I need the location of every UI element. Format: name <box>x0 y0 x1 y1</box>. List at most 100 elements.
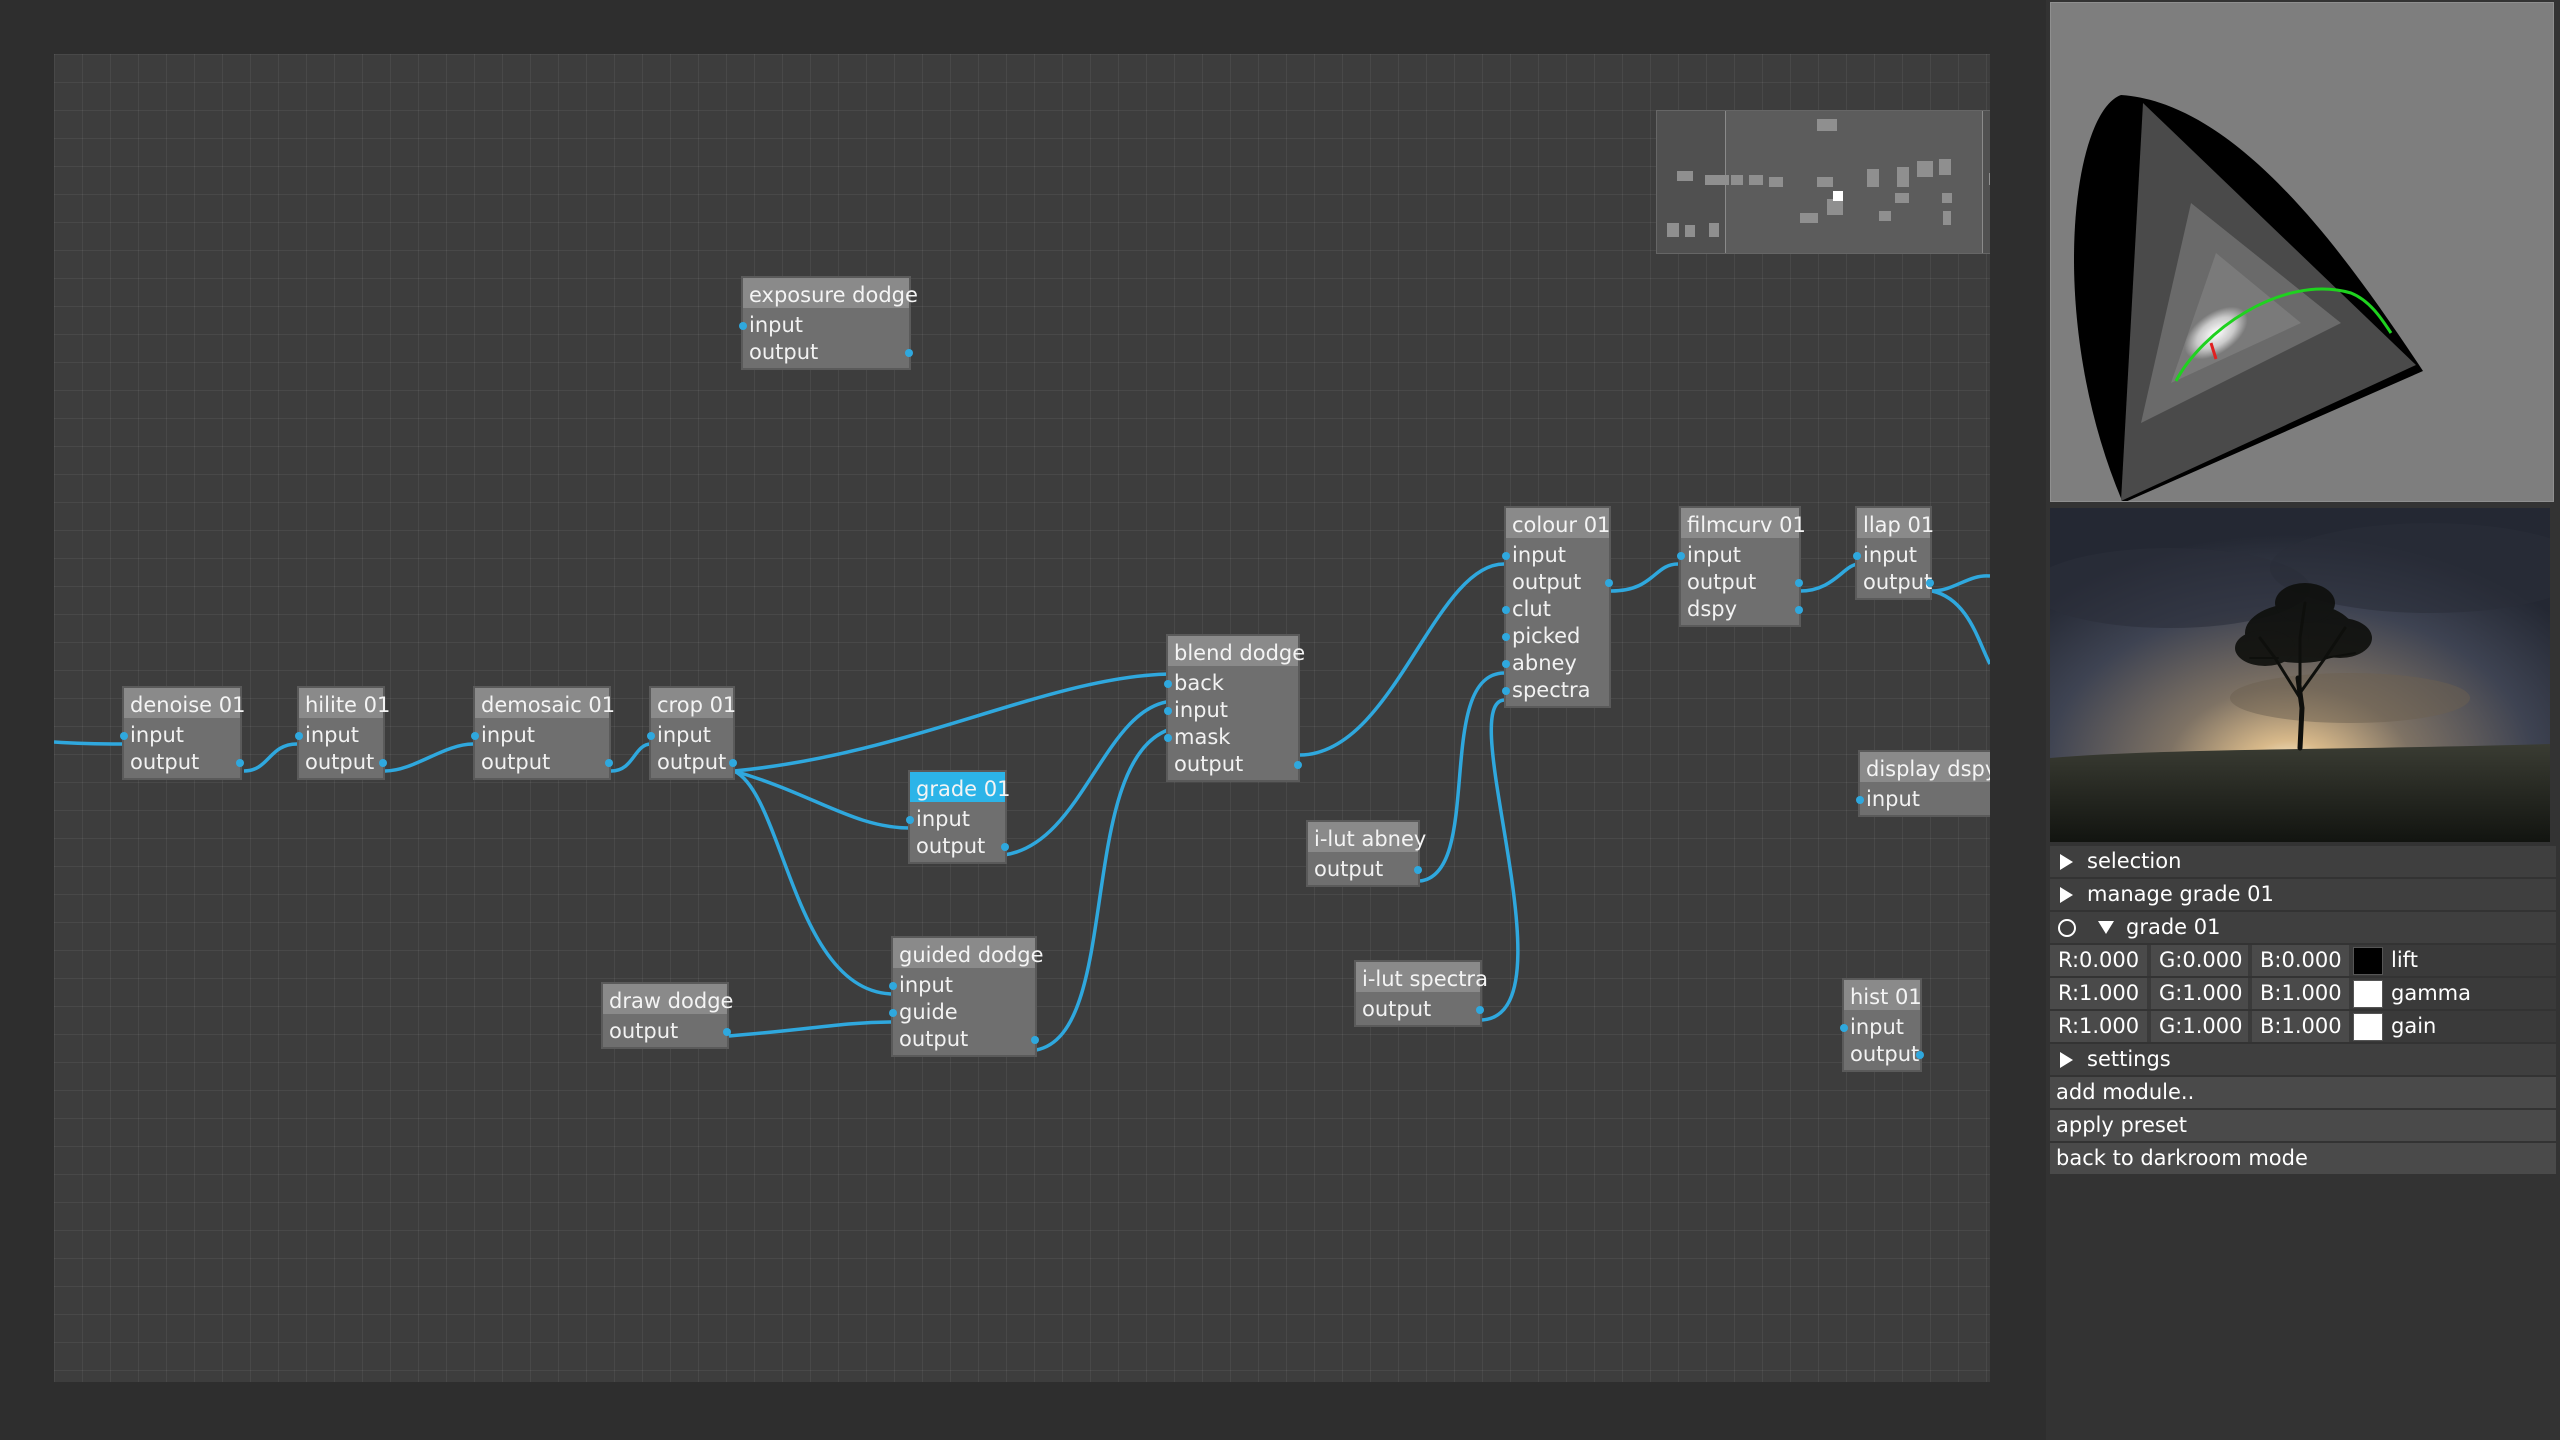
node-i-lut-abney[interactable]: i-lut abney output <box>1308 822 1426 885</box>
gain-r-value[interactable]: R:1.000 <box>2050 1011 2147 1042</box>
node-title[interactable]: llap 01 <box>1857 508 1934 538</box>
minimap-viewport[interactable] <box>1725 111 1983 253</box>
module-panel: selection manage grade 01 grade 01 R:0.0… <box>2050 846 2556 1176</box>
lift-b-value[interactable]: B:0.000 <box>2252 945 2349 976</box>
node-exposure-dodge[interactable]: exposure dodge input output <box>739 278 918 368</box>
expand-triangle-icon <box>2060 886 2073 903</box>
connector-back[interactable]: back <box>1164 670 1298 697</box>
node-title[interactable]: display dspy <box>1860 752 1990 782</box>
node-i-lut-spectra[interactable]: i-lut spectra output <box>1356 962 1488 1025</box>
gamma-color-swatch[interactable] <box>2353 979 2383 1008</box>
connector-input[interactable]: input <box>647 722 733 749</box>
connector-output[interactable]: output <box>1308 856 1422 883</box>
section-selection[interactable]: selection <box>2050 846 2556 877</box>
node-title[interactable]: hilite 01 <box>299 688 390 718</box>
connector-mask[interactable]: mask <box>1164 724 1298 751</box>
connector-input[interactable]: input <box>1840 1014 1920 1041</box>
connector-input[interactable]: input <box>1502 542 1609 569</box>
connector-output[interactable]: output <box>743 339 913 366</box>
connector-input[interactable]: input <box>1164 697 1298 724</box>
node-draw-dodge[interactable]: draw dodge output <box>603 984 733 1047</box>
lift-r-value[interactable]: R:0.000 <box>2050 945 2147 976</box>
connector-output[interactable]: output <box>651 749 737 776</box>
section-manage-module[interactable]: manage grade 01 <box>2050 879 2556 910</box>
connector-output[interactable]: output <box>1356 996 1484 1023</box>
node-title[interactable]: grade 01 <box>910 772 1010 802</box>
node-title[interactable]: filmcurv 01 <box>1681 508 1806 538</box>
node-crop[interactable]: crop 01 input output <box>647 688 737 778</box>
lift-g-value[interactable]: G:0.000 <box>2151 945 2248 976</box>
node-title[interactable]: crop 01 <box>651 688 736 718</box>
connector-input[interactable]: input <box>1677 542 1799 569</box>
node-title[interactable]: draw dodge <box>603 984 733 1014</box>
connector-input[interactable]: input <box>120 722 240 749</box>
node-hilite[interactable]: hilite 01 input output <box>295 688 390 778</box>
node-denoise[interactable]: denoise 01 input output <box>120 688 246 778</box>
node-filmcurv[interactable]: filmcurv 01 input output dspy <box>1677 508 1806 625</box>
section-grade-module[interactable]: grade 01 <box>2050 912 2556 943</box>
connector-spectra[interactable]: spectra <box>1502 677 1609 704</box>
connector-output[interactable]: output <box>299 749 387 776</box>
connector-input[interactable]: input <box>471 722 609 749</box>
gamma-r-value[interactable]: R:1.000 <box>2050 978 2147 1009</box>
node-title[interactable]: exposure dodge <box>743 278 918 308</box>
connector-output[interactable]: output <box>1844 1041 1924 1068</box>
connector-output[interactable]: output <box>124 749 244 776</box>
connector-output[interactable]: output <box>1168 751 1302 778</box>
node-title[interactable]: i-lut abney <box>1308 822 1426 852</box>
connector-output[interactable]: output <box>1863 570 1934 594</box>
connector-output[interactable]: output <box>893 1026 1039 1053</box>
node-title[interactable]: demosaic 01 <box>475 688 615 718</box>
connector-clut[interactable]: clut <box>1502 596 1609 623</box>
connector-input[interactable]: input <box>739 312 909 339</box>
connector-dspy[interactable]: dspy <box>1681 596 1803 623</box>
connector-input[interactable]: input <box>295 722 383 749</box>
node-demosaic[interactable]: demosaic 01 input output <box>471 688 615 778</box>
node-title[interactable]: denoise 01 <box>124 688 246 718</box>
connector-output[interactable]: output <box>475 749 613 776</box>
connector-output[interactable]: output <box>603 1018 731 1045</box>
gain-g-value[interactable]: G:1.000 <box>2151 1011 2248 1042</box>
wire <box>1035 726 1175 1052</box>
node-hist[interactable]: hist 01 input output <box>1840 980 1924 1070</box>
gain-color-swatch[interactable] <box>2353 1012 2383 1041</box>
connector-output[interactable]: output <box>1681 569 1803 596</box>
connector-picked[interactable]: picked <box>1502 623 1609 650</box>
node-title[interactable]: guided dodge <box>893 938 1044 968</box>
node-title[interactable]: colour 01 <box>1506 508 1610 538</box>
node-title[interactable]: hist 01 <box>1844 980 1922 1010</box>
apply-preset-button[interactable]: apply preset <box>2050 1110 2556 1141</box>
connector-output[interactable]: output <box>910 833 1009 860</box>
lift-label: lift <box>2391 948 2418 972</box>
connector-input[interactable]: input <box>889 972 1035 999</box>
back-to-darkroom-button[interactable]: back to darkroom mode <box>2050 1143 2556 1174</box>
lift-color-swatch[interactable] <box>2353 946 2383 975</box>
connector-input[interactable]: input <box>906 806 1005 833</box>
wire <box>243 742 298 773</box>
gamma-g-value[interactable]: G:1.000 <box>2151 978 2248 1009</box>
gain-b-value[interactable]: B:1.000 <box>2252 1011 2349 1042</box>
node-guided-dodge[interactable]: guided dodge input guide output <box>889 938 1044 1055</box>
graph-minimap[interactable] <box>1656 110 1990 254</box>
connector-guide[interactable]: guide <box>889 999 1035 1026</box>
add-module-button[interactable]: add module.. <box>2050 1077 2556 1108</box>
node-blend-dodge[interactable]: blend dodge back input mask output <box>1164 636 1305 780</box>
connector-input[interactable]: input <box>1856 786 1990 813</box>
node-title[interactable]: i-lut spectra <box>1356 962 1488 992</box>
node-llap[interactable]: llap 01 input output <box>1853 508 1934 598</box>
gamma-label: gamma <box>2391 981 2471 1005</box>
module-toggle-icon[interactable] <box>2058 918 2076 937</box>
wire <box>733 672 1175 773</box>
wire <box>1003 699 1175 857</box>
node-title[interactable]: blend dodge <box>1168 636 1305 666</box>
gamma-b-value[interactable]: B:1.000 <box>2252 978 2349 1009</box>
node-grade[interactable]: grade 01 input output <box>906 772 1010 862</box>
connector-input[interactable]: input <box>1853 542 1930 569</box>
connector-output[interactable]: output <box>1506 569 1613 596</box>
section-settings[interactable]: settings <box>2050 1044 2556 1075</box>
node-graph-canvas[interactable]: denoise 01 input output hilite 01 input … <box>54 54 1990 1382</box>
node-display-dspy[interactable]: display dspy input <box>1856 752 1990 815</box>
image-preview[interactable] <box>2050 508 2550 842</box>
connector-abney[interactable]: abney <box>1502 650 1609 677</box>
node-colour[interactable]: colour 01 input output clut picked abney… <box>1502 508 1613 706</box>
